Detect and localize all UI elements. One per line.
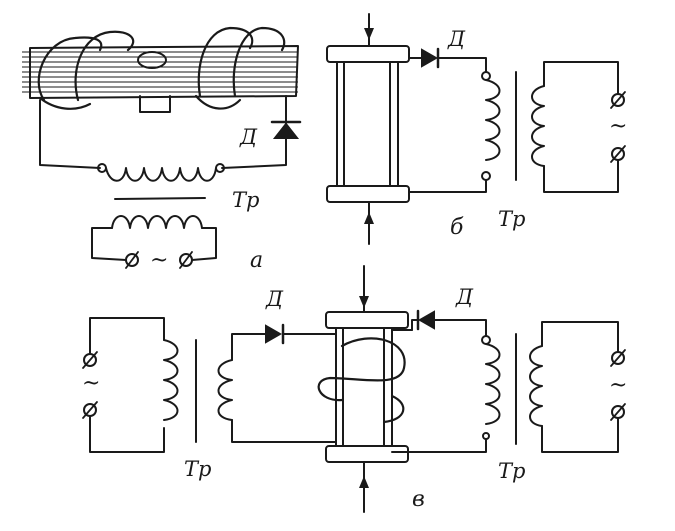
diode-label: Д [239, 125, 258, 149]
ac-symbol: ~ [150, 248, 168, 273]
diode-label: Д [447, 27, 466, 51]
transformer-label: Тр [232, 188, 259, 212]
diode-label: Д [455, 285, 474, 309]
ac-symbol: ~ [609, 373, 627, 398]
panel-a-rod [22, 45, 299, 113]
ac-symbol: ~ [609, 114, 627, 139]
panel-c-coil [317, 337, 406, 424]
panel-c-right-source [391, 309, 626, 453]
panel-c-left-source [82, 317, 337, 453]
ac-symbol: ~ [82, 371, 100, 396]
panel-b-label: б [450, 215, 464, 240]
panel-a-secondary [91, 215, 217, 269]
panel-a-coil [37, 26, 286, 110]
panel-b-roller [326, 13, 410, 245]
transformer-core [114, 197, 206, 200]
transformer-label: Тр [184, 457, 211, 481]
transformer-label: Тр [498, 207, 525, 231]
panel-c-roller [325, 265, 409, 513]
transformer-label: Тр [498, 459, 525, 483]
diode-label: Д [265, 287, 284, 311]
panel-a-label: а [250, 248, 263, 273]
panel-b-circuit [408, 47, 626, 193]
panel-a-circuit [39, 95, 287, 182]
panel-c-label: в [412, 487, 425, 512]
diode-symbol [270, 120, 302, 139]
